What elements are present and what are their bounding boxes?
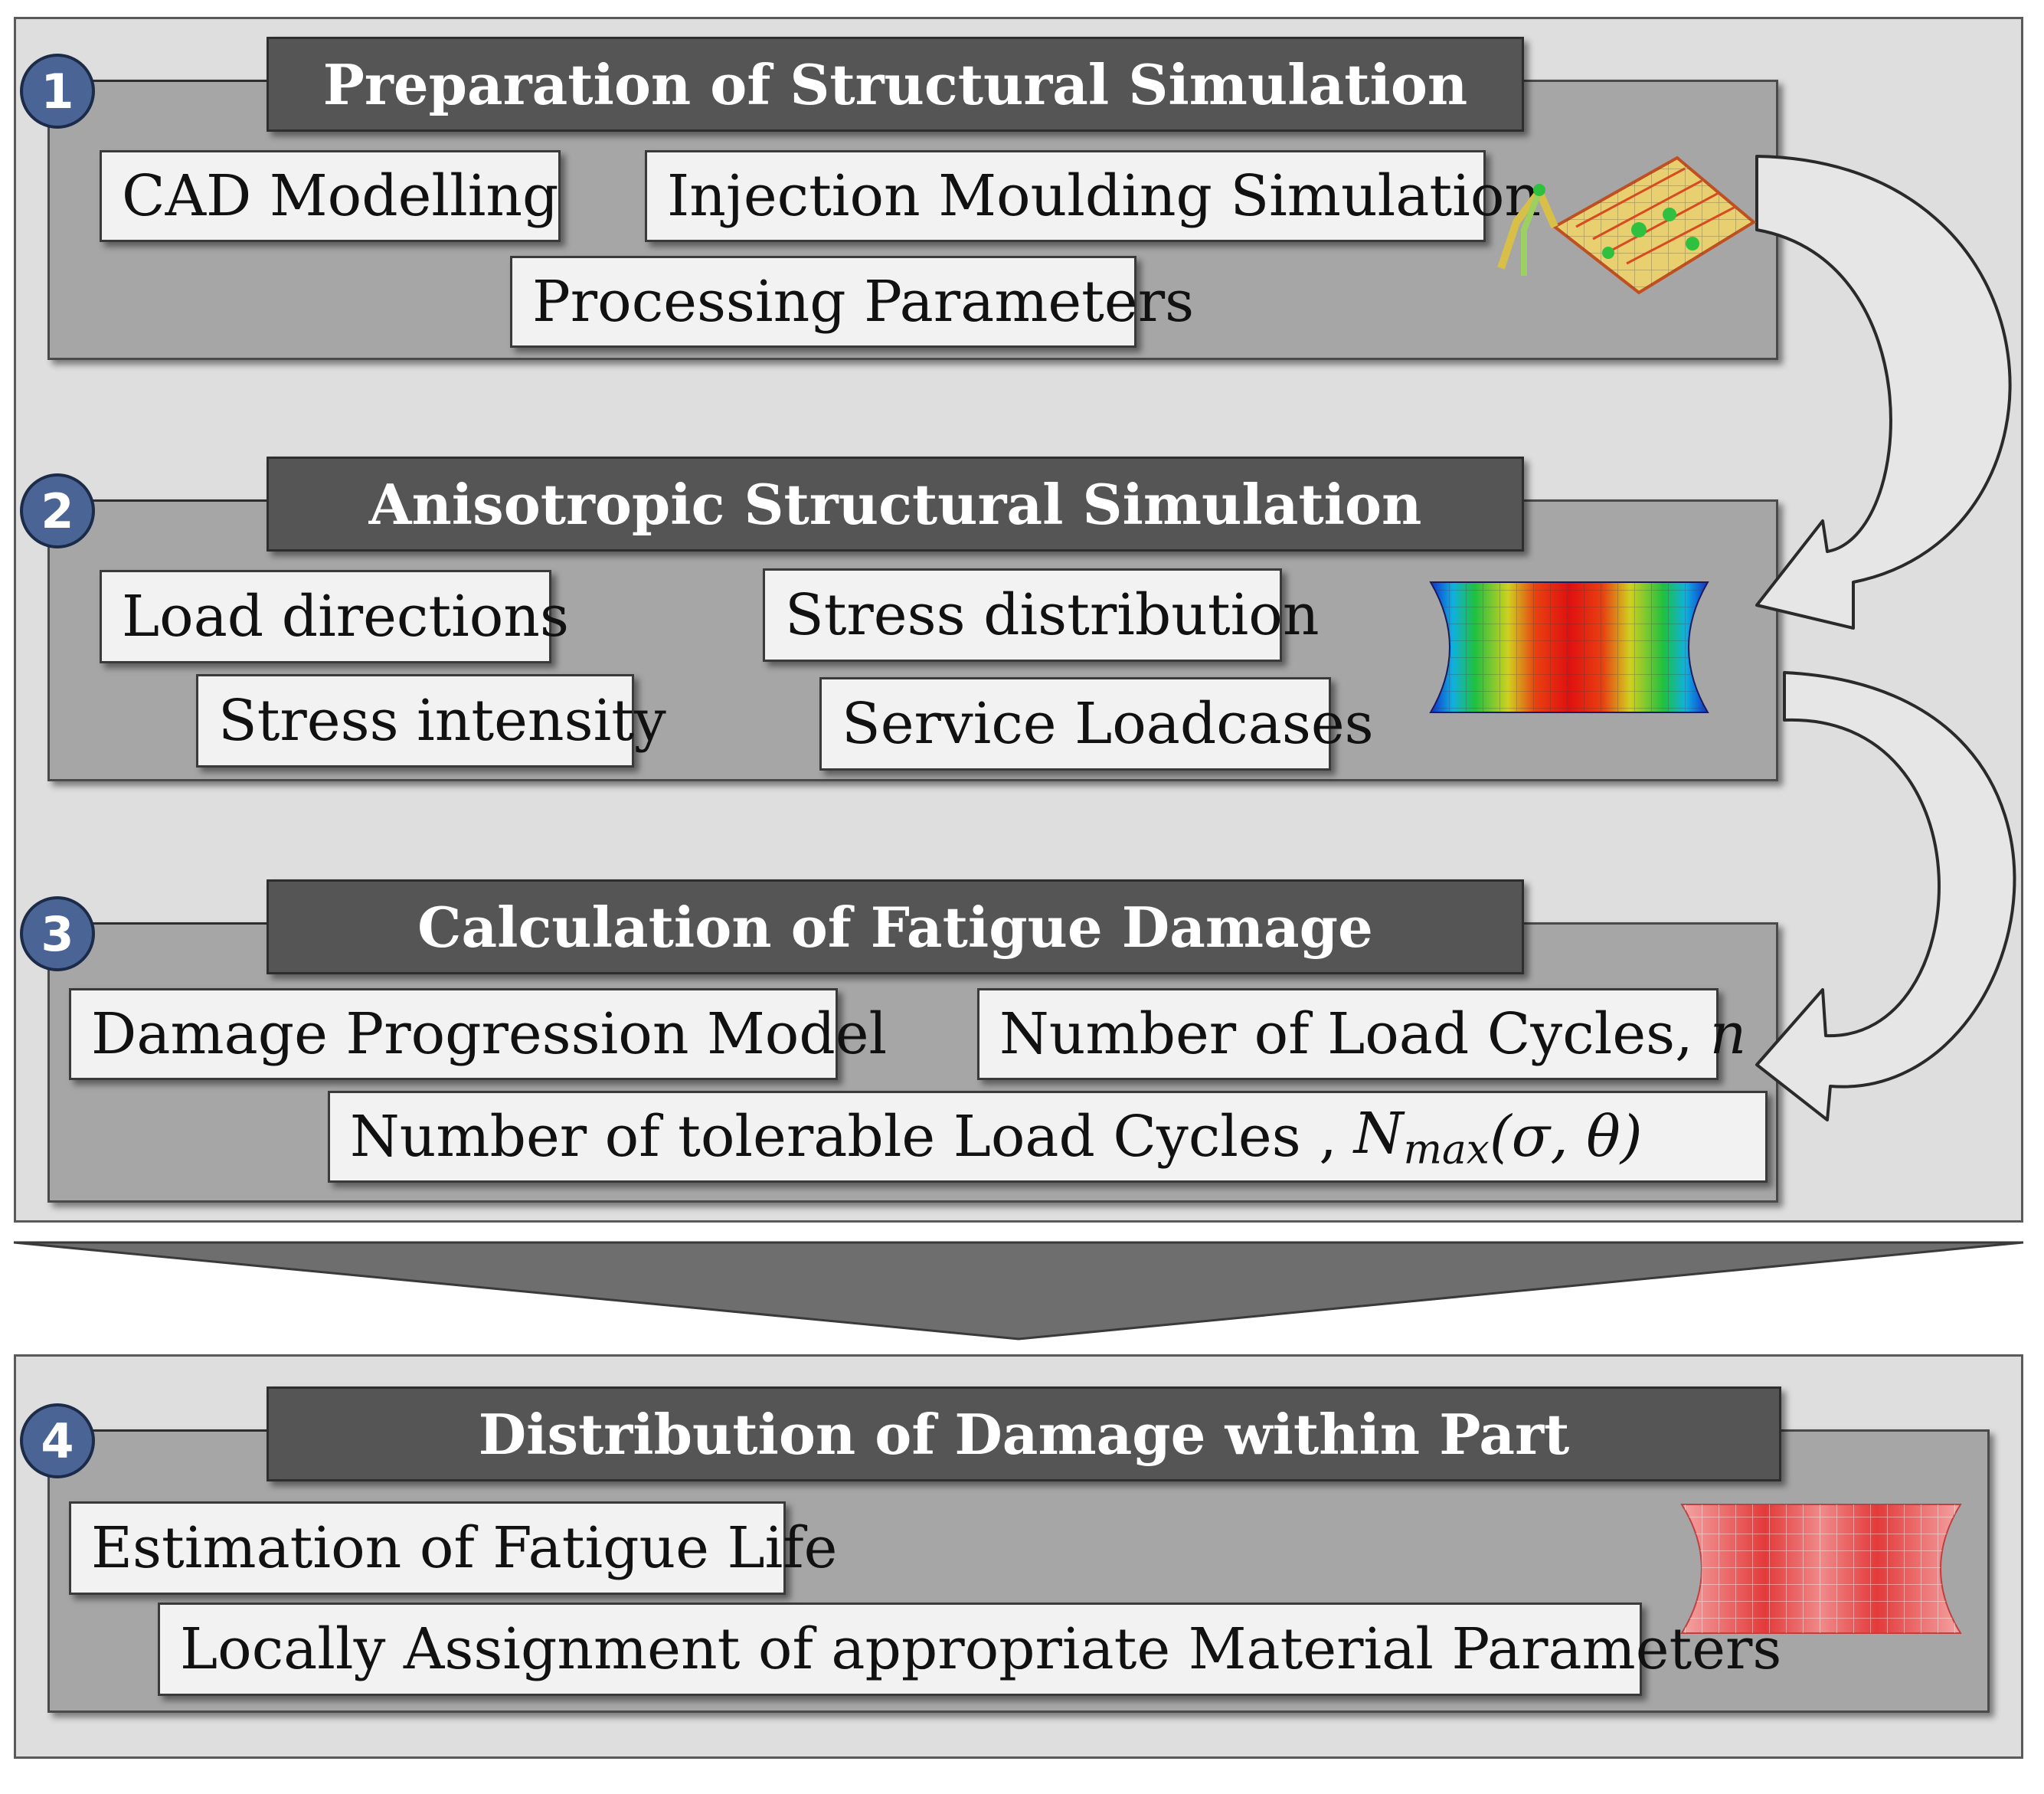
moulding-part-image (1497, 156, 1757, 295)
material-parameters-box: Locally Assignment of appropriate Materi… (158, 1602, 1781, 1696)
damage-progression-box: Damage Progression Model (69, 988, 887, 1080)
stage-2-title: Anisotropic Structural Simulation (267, 457, 1524, 552)
injection-moulding-box: Injection Moulding Simulation (645, 150, 1541, 242)
damage-specimen-image (1680, 1504, 1962, 1634)
step-4-badge: 4 (20, 1403, 95, 1478)
stage-3-connector (86, 922, 267, 925)
stage-3-title: Calculation of Fatigue Damage (267, 879, 1524, 974)
step-1-badge: 1 (20, 54, 95, 129)
load-directions-box: Load directions (100, 570, 569, 663)
cad-modelling-box: CAD Modelling (100, 150, 561, 242)
load-cycles-box: Number of Load Cycles, n (977, 988, 1746, 1080)
n-symbol: n (1709, 1001, 1747, 1067)
step-3-badge: 3 (20, 896, 95, 971)
stage-4-title: Distribution of Damage within Part (267, 1386, 1781, 1481)
stage-4-connector (86, 1429, 267, 1432)
tolerable-cycles-label: Number of tolerable Load Cycles , (350, 1104, 1337, 1170)
processing-parameters-box: Processing Parameters (510, 256, 1194, 348)
load-cycles-label: Number of Load Cycles, (999, 1001, 1693, 1067)
curved-arrow-2-to-3 (1755, 671, 2016, 1121)
step-2-badge: 2 (20, 473, 95, 548)
n-max-arguments: (σ, θ) (1489, 1104, 1643, 1170)
curved-arrow-1-to-2 (1755, 155, 2012, 630)
service-loadcases-box: Service Loadcases (819, 677, 1374, 771)
tolerable-load-cycles-box: Number of tolerable Load Cycles , Nmax (… (328, 1091, 1768, 1183)
stress-intensity-box: Stress intensity (196, 674, 666, 768)
stress-specimen-image (1429, 581, 1709, 713)
stage-1-title: Preparation of Structural Simulation (267, 37, 1524, 132)
stage-2-connector (86, 499, 267, 502)
n-max-symbol: Nmax (1353, 1100, 1490, 1174)
funnel-arrow (13, 1241, 2024, 1341)
stage-1-connector (86, 80, 267, 82)
stress-distribution-box: Stress distribution (763, 568, 1320, 662)
fatigue-life-box: Estimation of Fatigue Life (69, 1501, 837, 1595)
